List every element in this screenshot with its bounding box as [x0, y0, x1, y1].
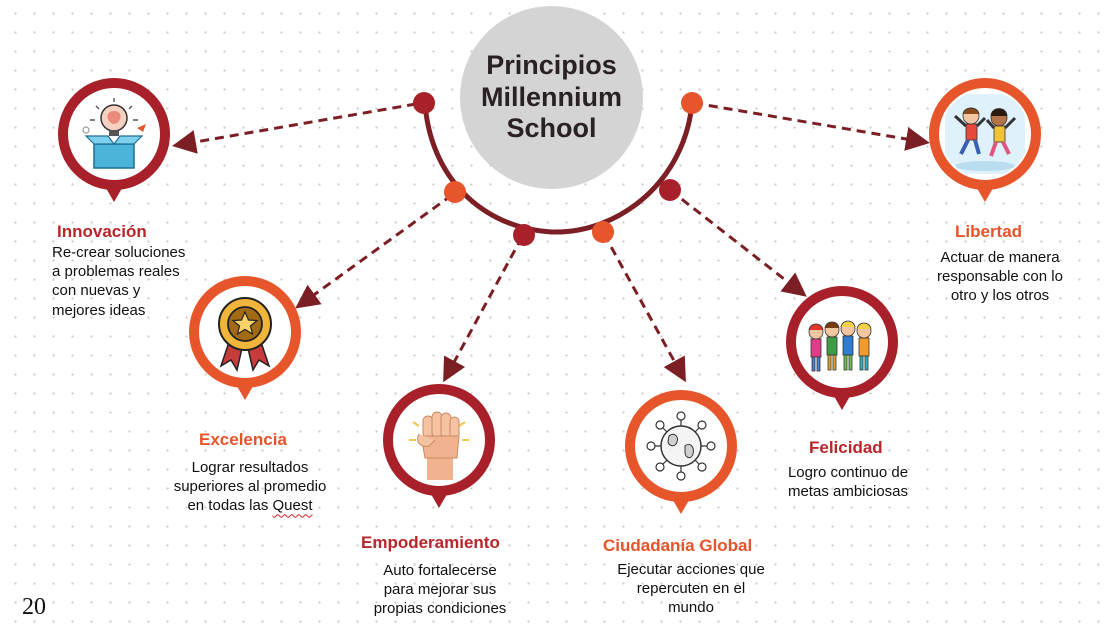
- title-innovacion: Innovación: [57, 222, 147, 241]
- jumping-children-icon: [941, 90, 1029, 178]
- center-title: Principios Millennium School: [481, 50, 622, 144]
- arrow-empoderamiento: [443, 236, 524, 383]
- title-excelencia: Excelencia: [199, 430, 287, 449]
- pin-libertad: [929, 78, 1041, 208]
- desc-excelencia-text: Lograr resultados superiores al promedio…: [173, 459, 327, 515]
- pin-excelencia: [189, 276, 301, 406]
- center-circle: Principios Millennium School: [460, 6, 643, 189]
- raised-fist-icon: [395, 396, 483, 484]
- desc-felicidad: Logro continuo de metas ambiciosas: [787, 464, 909, 501]
- desc-libertad: Actuar de manera responsable con lo otro…: [937, 249, 1063, 305]
- pin-innovacion: [58, 78, 170, 208]
- arc-dot-empoderamiento: [513, 224, 535, 246]
- happy-children-icon: [798, 298, 886, 386]
- pin-ciudadania: [625, 390, 737, 520]
- pin-empoderamiento: [383, 384, 495, 514]
- title-felicidad: Felicidad: [809, 438, 883, 457]
- desc-ciudadania: Ejecutar acciones que repercuten en el m…: [617, 561, 765, 617]
- center-arc: [422, 102, 695, 235]
- desc-excelencia-quest: Quest: [272, 497, 313, 515]
- desc-empoderamiento: Auto fortalecerse para mejorar sus propi…: [373, 562, 507, 618]
- arc-dot-innovacion: [413, 92, 435, 114]
- arc-dot-excelencia: [444, 181, 466, 203]
- title-libertad: Libertad: [955, 222, 1023, 241]
- globe-people-icon: [637, 402, 725, 490]
- arc-dot-libertad: [681, 92, 703, 114]
- page-number: 20: [22, 594, 46, 620]
- desc-innovacion: Re-crear soluciones a problemas reales c…: [52, 244, 186, 319]
- arrow-felicidad: [669, 188, 807, 297]
- arrow-excelencia: [295, 193, 453, 309]
- arc-dot-ciudadania: [592, 221, 614, 243]
- arrow-innovacion: [172, 102, 417, 154]
- title-ciudadania: Ciudadanía Global: [603, 536, 753, 555]
- arc-dot-felicidad: [659, 179, 681, 201]
- desc-excelencia: Lograr resultados superiores al promedio…: [152, 458, 348, 516]
- lightbulb-brain-box-icon: [70, 90, 158, 178]
- award-ribbon-icon: [201, 288, 289, 376]
- title-empoderamiento: Empoderamiento: [361, 533, 500, 552]
- pin-felicidad: [786, 286, 898, 416]
- arrow-ciudadania: [602, 233, 686, 383]
- arrow-libertad: [693, 101, 930, 151]
